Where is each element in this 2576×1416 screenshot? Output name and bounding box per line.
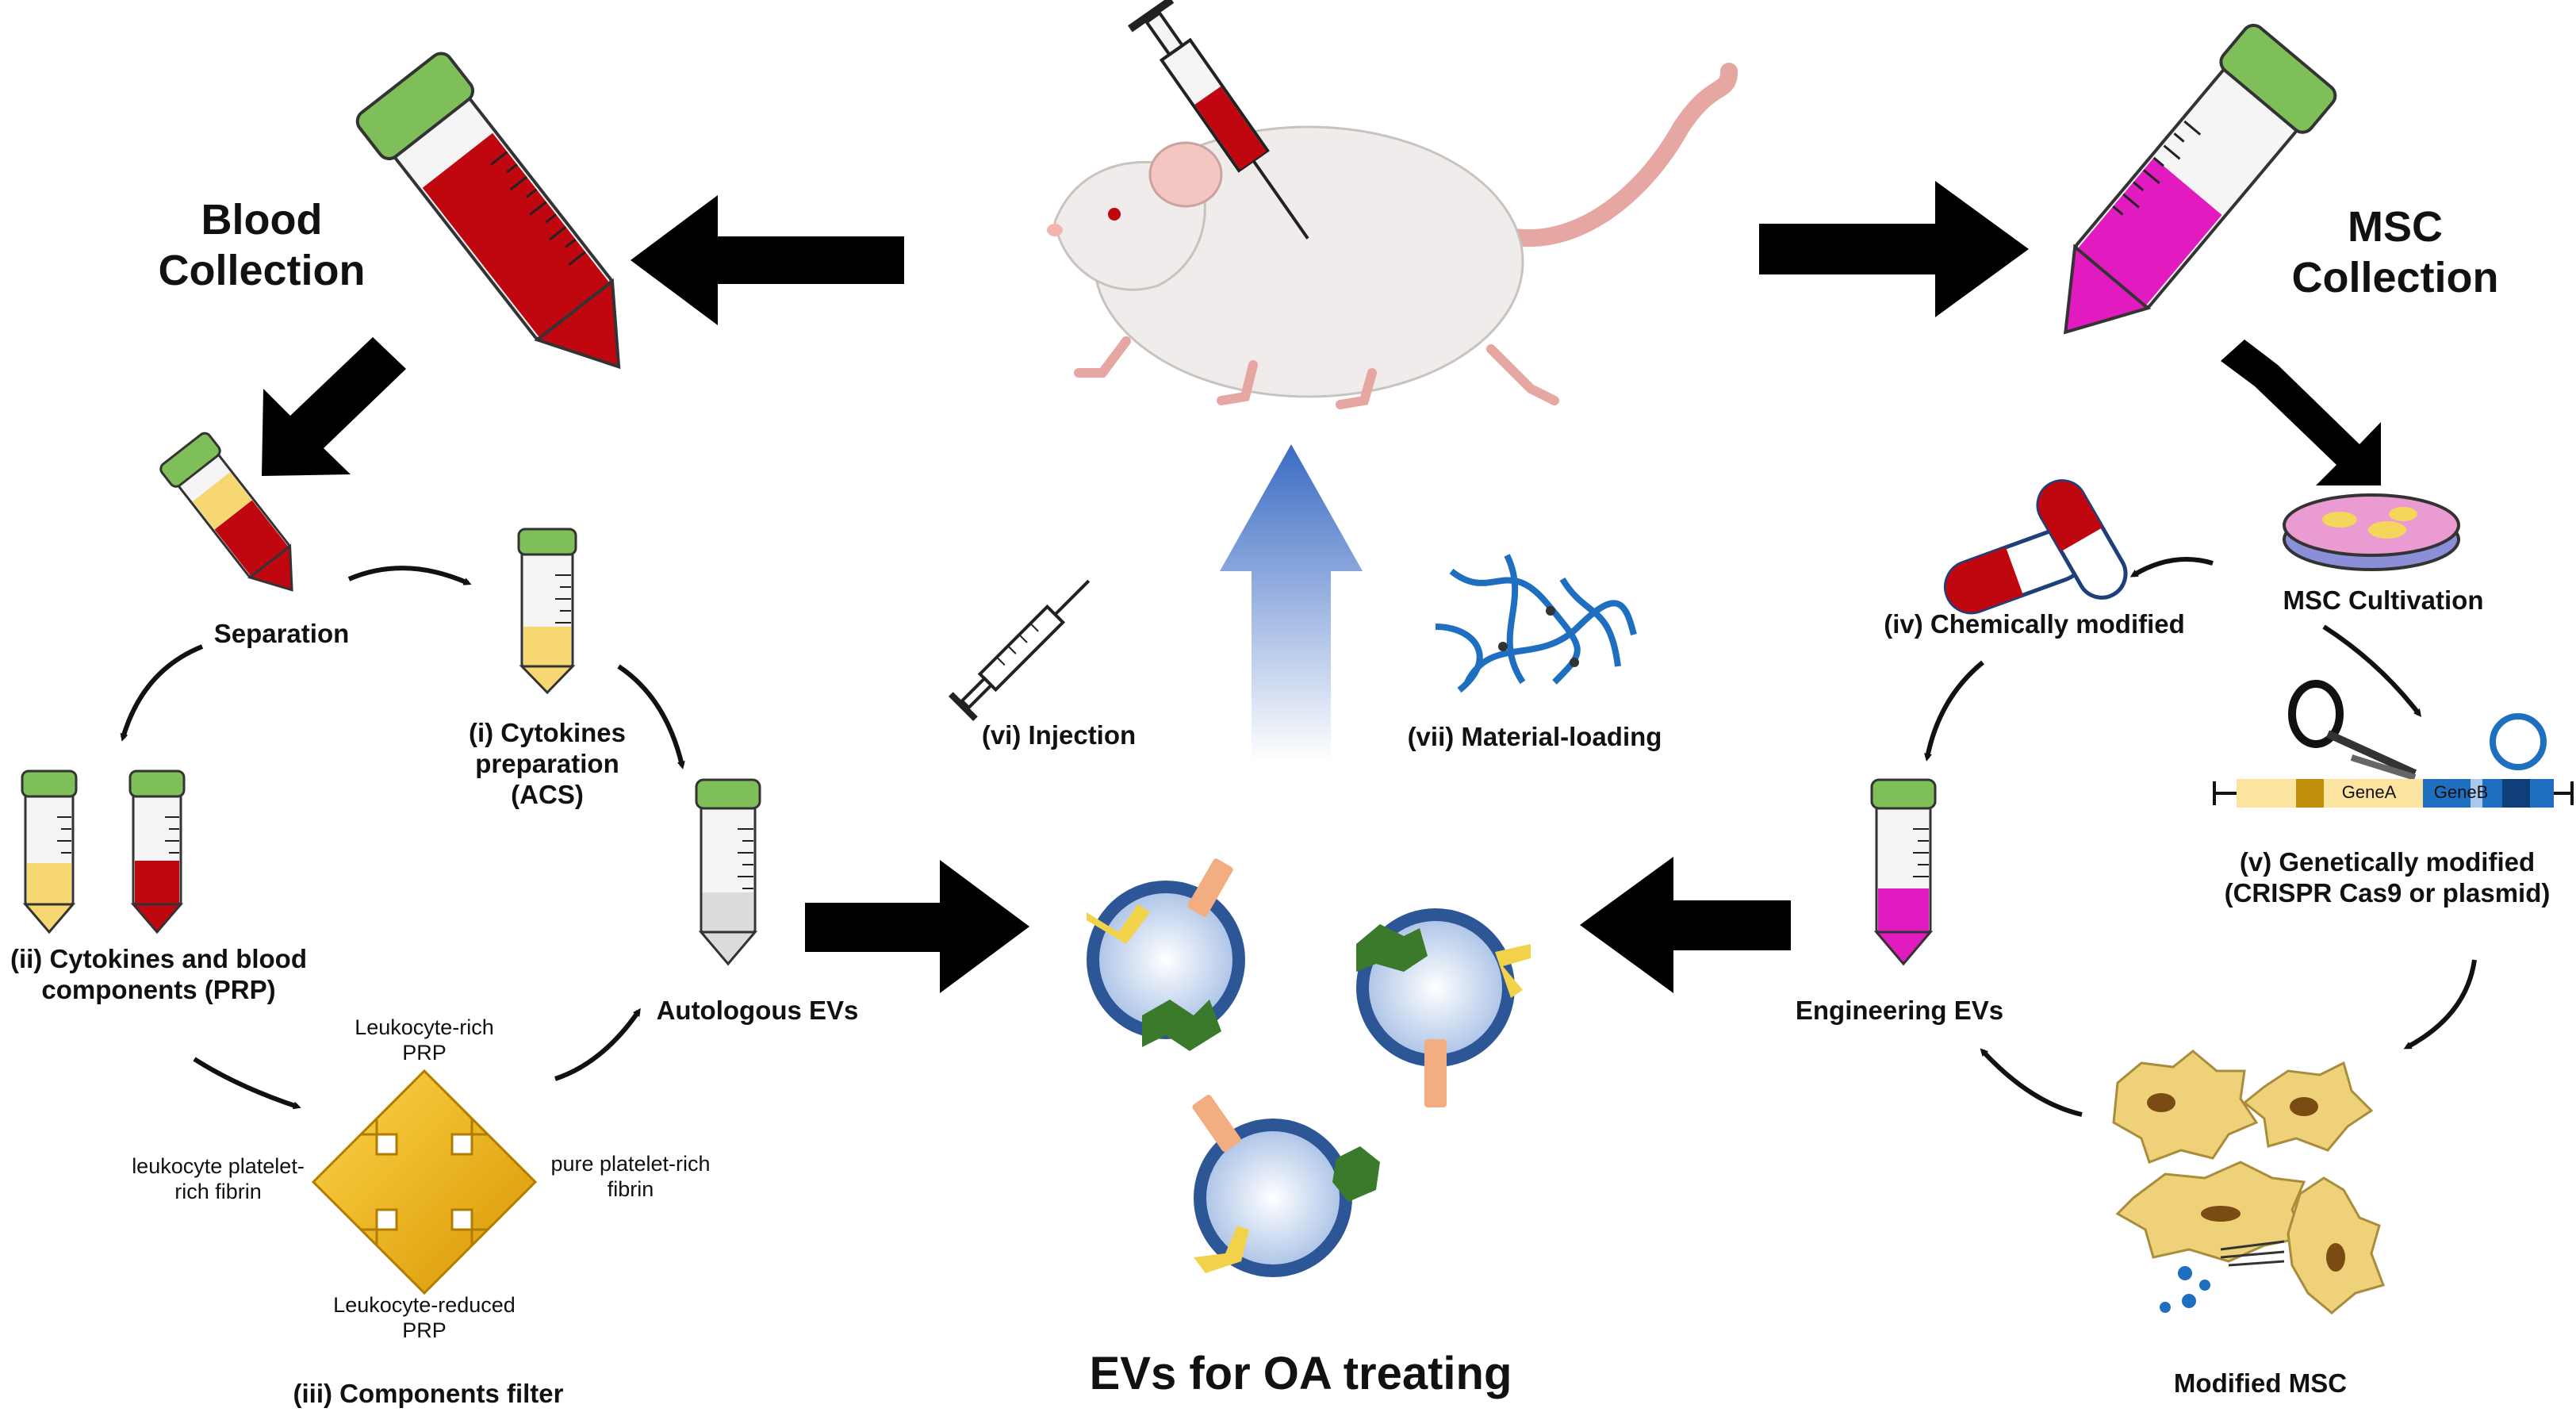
plasmid-icon	[2490, 713, 2547, 770]
vesicle-1	[1087, 858, 1245, 1051]
petri-dish-icon	[2283, 493, 2460, 571]
filter-right-line2: fibrin	[607, 1176, 654, 1201]
vesicle-3	[1192, 1095, 1380, 1277]
ev-release-lines	[2220, 1240, 2285, 1267]
msc-tube-icon	[2063, 23, 2337, 335]
plasma-tube-icon	[21, 769, 78, 934]
filter-bottom-line2: PRP	[402, 1318, 447, 1342]
scissors-icon	[2288, 680, 2417, 781]
arrow-engineering-to-evs	[1580, 857, 1791, 993]
blood-tube-icon	[355, 52, 621, 370]
filter-bottom-label: Leukocyte-reduced PRP	[317, 1293, 531, 1344]
gene-a-label: GeneA	[2341, 782, 2397, 802]
arrow-blood-down	[262, 337, 406, 476]
arrow-autologous-to-evs	[805, 860, 1029, 993]
engineering-evs-label: Engineering EVs	[1795, 996, 2004, 1025]
filter-right-label: pure platelet-rich fibrin	[527, 1152, 734, 1203]
msc-cell-icons	[2112, 1050, 2385, 1314]
gene-b-label: GeneB	[2433, 782, 2489, 802]
genetically-modified-label: (v) Genetically modified (CRISPR Cas9 or…	[2205, 847, 2570, 909]
gene-bar	[2213, 779, 2574, 808]
syringe-small-icon	[949, 579, 1091, 721]
rat-icon	[1047, 63, 1738, 409]
pill-icon	[1943, 479, 2128, 615]
ev-release-dots	[2160, 1266, 2210, 1313]
filter-left-label: leukocyte platelet- rich fibrin	[119, 1154, 317, 1205]
cytokines-prep-label: (i) Cytokines preparation (ACS)	[416, 718, 678, 811]
msc-nuclei	[2147, 1093, 2345, 1272]
genetically-modified-line2: (CRISPR Cas9 or plasmid)	[2224, 877, 2551, 908]
blood-collection-line1: Blood	[201, 196, 323, 244]
arrow-to-msc	[1759, 181, 2029, 317]
filter-top-line2: PRP	[402, 1040, 447, 1065]
arrow-to-blood	[631, 195, 904, 325]
cytokines-blood-line1: (ii) Cytokines and blood	[10, 944, 307, 973]
genetically-modified-line1: (v) Genetically modified	[2239, 847, 2536, 877]
autologous-tube-icon	[695, 778, 761, 966]
injection-label: (vi) Injection	[981, 720, 1137, 750]
curved-arrows	[120, 557, 2477, 1117]
hydrogel-network-icon	[1435, 554, 1637, 693]
vesicle-2	[1356, 908, 1531, 1107]
cytokines-prep-line2: preparation	[475, 748, 619, 778]
msc-collection-line1: MSC	[2348, 203, 2443, 251]
material-loading-label: (vii) Material-loading	[1407, 722, 1662, 751]
main-title: EVs for OA treating	[1089, 1348, 1512, 1399]
arrow-msc-down	[2221, 340, 2381, 485]
cytokines-prep-line1: (i) Cytokines	[468, 718, 627, 747]
syringe-rat-icon	[1128, 0, 1309, 240]
filter-top-label: Leukocyte-rich PRP	[329, 1015, 519, 1066]
msc-collection-title: MSC Collection	[2260, 202, 2530, 303]
arrow-to-rat-blue	[1220, 444, 1363, 762]
msc-collection-line2: Collection	[2291, 253, 2499, 301]
msc-cultivation-label: MSC Cultivation	[2283, 585, 2484, 615]
engineering-tube-icon	[1870, 778, 1937, 966]
cytokines-blood-line2: components (PRP)	[41, 974, 276, 1004]
filter-cross-icon	[311, 1069, 538, 1295]
autologous-evs-label: Autologous EVs	[656, 996, 859, 1025]
blood-collection-line2: Collection	[158, 246, 366, 294]
filter-right-line1: pure platelet-rich	[550, 1152, 711, 1176]
filter-left-line2: rich fibrin	[174, 1179, 262, 1203]
acs-tube-icon	[517, 528, 577, 695]
filter-top-line1: Leukocyte-rich	[355, 1015, 494, 1039]
cytokines-blood-label: (ii) Cytokines and blood components (PRP…	[0, 944, 317, 1006]
filter-left-line1: leukocyte platelet-	[132, 1154, 305, 1178]
blood-component-tube-icon	[128, 769, 186, 934]
separation-label: Separation	[213, 619, 350, 648]
chemically-modified-label: (iv) Chemically modified	[1884, 609, 2185, 639]
cytokines-prep-line3: (ACS)	[511, 779, 584, 809]
blood-collection-title: Blood Collection	[127, 195, 397, 296]
filter-bottom-line1: Leukocyte-reduced	[333, 1293, 516, 1317]
separation-tube-icon	[159, 432, 293, 592]
modified-msc-label: Modified MSC	[2173, 1368, 2348, 1398]
components-filter-label: (iii) Components filter	[293, 1379, 564, 1408]
